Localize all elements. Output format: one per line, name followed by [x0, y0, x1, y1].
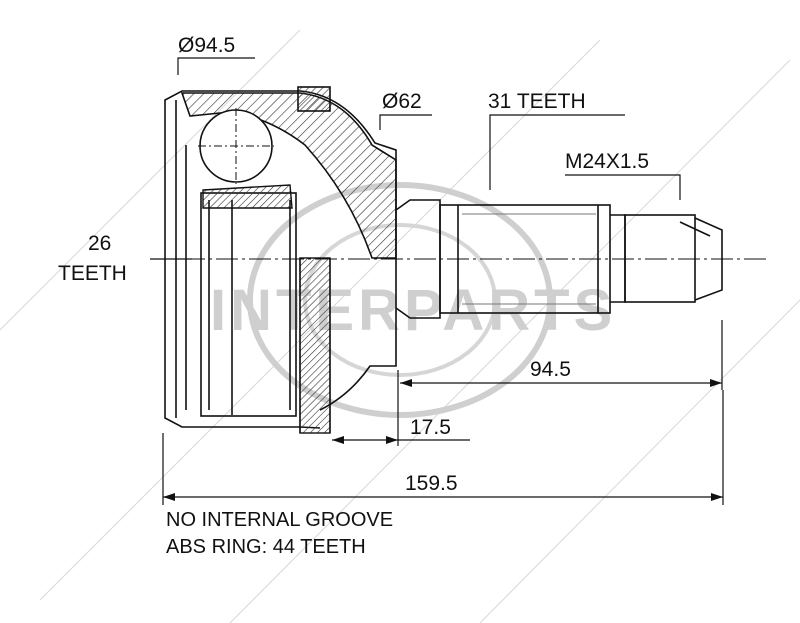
inner-race — [202, 184, 293, 209]
neck-diameter-label: Ø62 — [382, 90, 422, 113]
abs-ring — [299, 257, 331, 434]
watermark-text: INTERPARTS — [210, 278, 616, 343]
dimension-lines — [150, 57, 724, 505]
outer-diameter-label: Ø94.5 — [178, 34, 235, 57]
abs-offset-label: 17.5 — [410, 416, 451, 439]
inner-spline-count-label: 26 — [88, 232, 111, 255]
background-lines — [0, 29, 800, 623]
groove-note: NO INTERNAL GROOVE — [166, 509, 394, 531]
outer-spline-label: 31 TEETH — [488, 90, 586, 113]
arrowheads — [163, 379, 723, 501]
shaft-length-label: 94.5 — [530, 358, 571, 381]
inner-spline-unit-label: TEETH — [58, 262, 127, 285]
abs-ring-note: ABS RING: 44 TEETH — [166, 536, 366, 558]
housing-cap — [297, 86, 331, 112]
ball — [198, 108, 274, 184]
total-length-label: 159.5 — [405, 472, 458, 495]
thread-label: M24X1.5 — [565, 150, 649, 173]
stub-shaft — [395, 199, 723, 319]
